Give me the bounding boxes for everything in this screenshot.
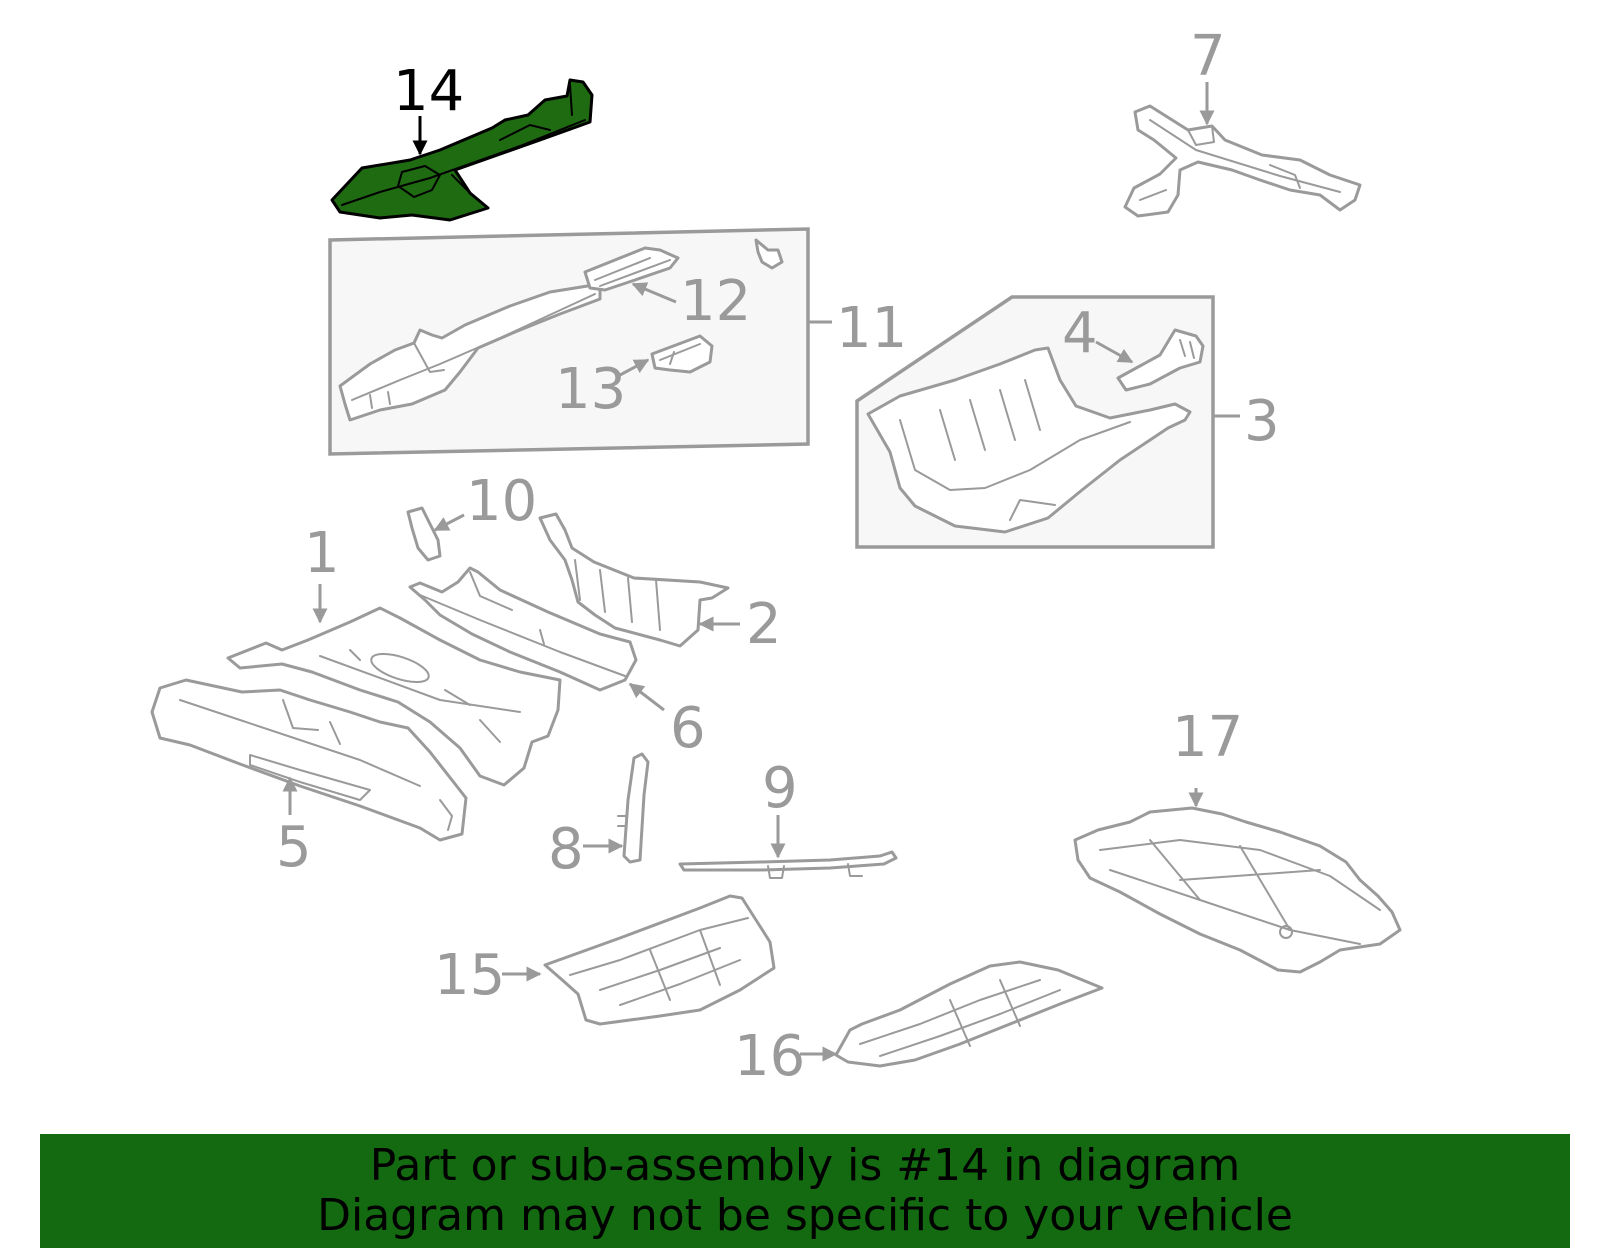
callout-label-6: 6: [670, 696, 706, 761]
part-1[interactable]: [226, 606, 562, 787]
part-16[interactable]: [834, 960, 1104, 1068]
callout-label-9: 9: [762, 756, 798, 821]
callout-6: 6: [628, 682, 706, 761]
callout-9: 9: [762, 756, 798, 859]
part-2[interactable]: [538, 512, 730, 648]
part-10[interactable]: [406, 506, 442, 562]
part-6[interactable]: [408, 566, 638, 692]
callout-label-1: 1: [304, 521, 340, 586]
callout-label-2: 2: [746, 592, 782, 657]
part-14-highlighted[interactable]: [330, 78, 594, 222]
part-3[interactable]: [866, 346, 1192, 534]
part-8[interactable]: [617, 752, 650, 864]
callout-5: 5: [276, 776, 312, 880]
callout-2: 2: [698, 592, 782, 657]
callout-11: 11: [808, 296, 907, 361]
assembly-box-11: [328, 227, 810, 456]
callout-label-13: 13: [555, 357, 626, 422]
callout-label-10: 10: [466, 469, 537, 534]
part-15[interactable]: [543, 894, 776, 1026]
callout-7: 7: [1190, 24, 1226, 126]
part-4[interactable]: [1116, 328, 1205, 392]
callout-label-17: 17: [1172, 705, 1243, 770]
callout-label-14: 14: [393, 59, 464, 124]
callout-label-16: 16: [734, 1024, 805, 1089]
part-11-clip[interactable]: [754, 238, 784, 270]
callout-label-7: 7: [1190, 24, 1226, 89]
callout-label-12: 12: [680, 269, 751, 334]
callout-label-8: 8: [548, 817, 584, 882]
callout-label-3: 3: [1244, 389, 1280, 454]
callout-10: 10: [433, 469, 537, 534]
banner-line-1: Part or sub-assembly is #14 in diagram: [369, 1140, 1241, 1191]
callout-3: 3: [1213, 389, 1280, 454]
callout-17: 17: [1172, 705, 1243, 808]
part-12[interactable]: [583, 246, 680, 292]
callout-4: 4: [1062, 301, 1134, 366]
callout-12: 12: [631, 269, 751, 334]
part-5[interactable]: [150, 678, 468, 842]
callout-label-11: 11: [836, 296, 907, 361]
callout-label-15: 15: [434, 943, 505, 1008]
part-9[interactable]: [678, 850, 898, 879]
callout-label-4: 4: [1062, 301, 1098, 366]
callout-13: 13: [555, 357, 650, 422]
part-13[interactable]: [650, 334, 714, 374]
part-17[interactable]: [1073, 806, 1402, 974]
callout-16: 16: [734, 1024, 838, 1089]
banner-line-2: Diagram may not be specific to your vehi…: [317, 1190, 1293, 1241]
callout-14: 14: [393, 59, 464, 156]
callout-8: 8: [548, 817, 624, 882]
part-7[interactable]: [1123, 104, 1362, 218]
callout-label-5: 5: [276, 815, 312, 880]
callout-1: 1: [304, 521, 340, 624]
callout-15: 15: [434, 943, 542, 1008]
info-banner: Part or sub-assembly is #14 in diagram D…: [40, 1134, 1570, 1248]
